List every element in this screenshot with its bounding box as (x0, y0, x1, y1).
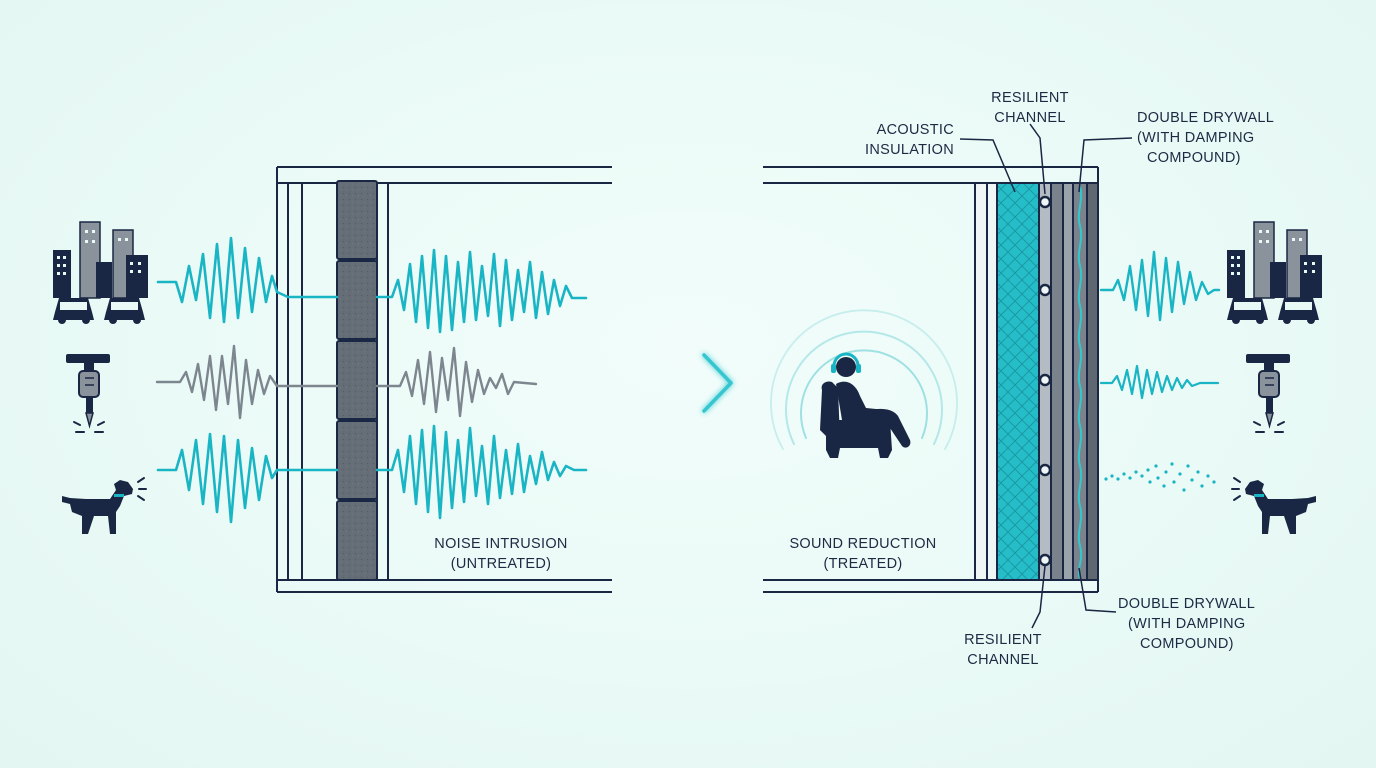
jackhammer-wave-transmitted (375, 346, 538, 418)
double-drywall-bottom-line3: COMPOUND) (1140, 636, 1234, 652)
double-drywall-layer (1062, 182, 1074, 581)
resilient-channel-top-line2: CHANNEL (994, 110, 1065, 126)
callout-acoustic-insulation: ACOUSTIC INSULATION (865, 122, 954, 158)
double-drywall-bottom-line2: (WITH DAMPING (1128, 616, 1245, 632)
acoustic-insulation-line1: ACOUSTIC (877, 122, 954, 138)
incoming-sound-waves-left (155, 236, 588, 524)
resilient-channel-fasteners (1038, 195, 1052, 567)
acoustic-insulation-line2: INSULATION (865, 142, 954, 158)
barking-dog-icon (1231, 477, 1316, 534)
resilient-channel-bottom-line1: RESILIENT (964, 632, 1042, 648)
jackhammer-icon (1246, 354, 1290, 433)
jackhammer-wave-reduced (1099, 364, 1220, 400)
barking-dog-icon (62, 477, 147, 534)
callout-double-drywall-top: DOUBLE DRYWALL (WITH DAMPING COMPOUND) (1137, 110, 1274, 166)
callout-leaders (959, 123, 1133, 629)
right-caption-line2: (TREATED) (824, 556, 903, 572)
double-drywall-top-line1: DOUBLE DRYWALL (1137, 110, 1274, 126)
double-drywall-top-line3: COMPOUND) (1147, 150, 1241, 166)
city-traffic-icon (53, 221, 148, 324)
resilient-channel-top-line1: RESILIENT (991, 90, 1069, 106)
double-drywall-top-line2: (WITH DAMPING (1137, 130, 1254, 146)
treated-wall-section (763, 166, 1099, 593)
relaxed-listener-in-armchair-icon (770, 309, 958, 458)
left-caption-line1: NOISE INTRUSION (434, 536, 567, 552)
arrow-right-icon (644, 353, 733, 413)
traffic-wave-incoming (156, 236, 339, 324)
traffic-wave-reduced (1099, 250, 1221, 322)
double-drywall-bottom-line1: DOUBLE DRYWALL (1118, 596, 1255, 612)
right-caption-line1: SOUND REDUCTION (789, 536, 936, 552)
reduced-sound-waves-right (1099, 250, 1221, 492)
callout-double-drywall-bottom: DOUBLE DRYWALL (WITH DAMPING COMPOUND) (1118, 596, 1255, 652)
masonry-blocks (336, 180, 378, 581)
jackhammer-icon (66, 354, 110, 433)
dog-wave-dissipated (1104, 462, 1216, 492)
callout-resilient-channel-top: RESILIENT CHANNEL (991, 90, 1069, 126)
city-traffic-icon (1227, 221, 1322, 324)
callout-resilient-channel-bottom: RESILIENT CHANNEL (964, 632, 1042, 668)
traffic-wave-transmitted (375, 248, 588, 334)
left-caption-line2: (UNTREATED) (451, 556, 552, 572)
untreated-wall-section (276, 166, 612, 593)
dog-wave-transmitted (375, 424, 588, 520)
resilient-channel-bottom-line2: CHANNEL (967, 652, 1038, 668)
acoustic-insulation-layer (996, 182, 1040, 581)
damping-compound-wave (1077, 185, 1083, 579)
dog-wave-incoming (156, 432, 339, 524)
jackhammer-wave-incoming (155, 344, 339, 420)
